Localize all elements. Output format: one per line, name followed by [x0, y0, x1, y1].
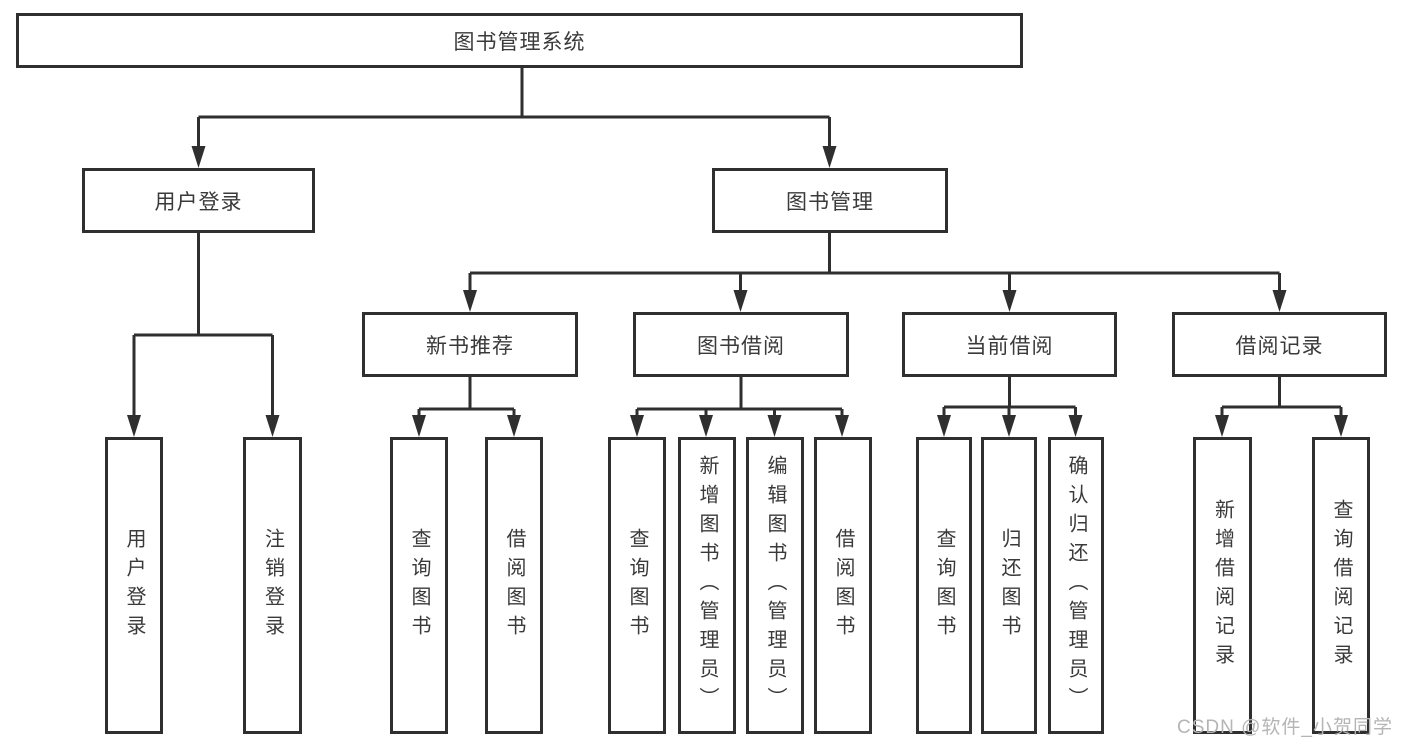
leaf-borrow-query-books-label: 查询图书 [626, 527, 648, 644]
leaf-borrow-query-books: 查询图书 [608, 437, 666, 734]
node-borrow-records: 借阅记录 [1172, 312, 1387, 377]
leaf-borrow-books: 借阅图书 [814, 437, 872, 734]
leaf-logout: 注销登录 [243, 437, 302, 734]
node-user-login: 用户登录 [82, 168, 315, 233]
node-root-system: 图书管理系统 [16, 13, 1023, 68]
leaf-recommend-borrow-books: 借阅图书 [485, 437, 543, 734]
arrowhead-icons [127, 146, 1348, 437]
leaf-recommend-query-books-label: 查询图书 [408, 527, 430, 644]
node-current-borrow-label: 当前借阅 [965, 334, 1054, 358]
node-user-login-label: 用户登录 [154, 190, 243, 214]
leaf-confirm-return-admin: 确认归还（管理员） [1048, 437, 1104, 734]
leaf-return-books: 归还图书 [981, 437, 1037, 734]
leaf-edit-books-admin: 编辑图书（管理员） [746, 437, 804, 734]
leaf-current-query-books: 查询图书 [916, 437, 972, 734]
leaf-logout-label: 注销登录 [261, 527, 284, 644]
leaf-query-borrow-record: 查询借阅记录 [1312, 437, 1370, 734]
leaf-recommend-query-books: 查询图书 [390, 437, 448, 734]
leaf-borrow-books-label: 借阅图书 [832, 527, 854, 644]
node-root-system-label: 图书管理系统 [453, 30, 586, 54]
node-new-book-recommend-label: 新书推荐 [426, 334, 514, 358]
leaf-add-borrow-record-label: 新增借阅记录 [1211, 498, 1234, 673]
leaf-edit-books-admin-label: 编辑图书（管理员） [764, 455, 786, 716]
leaf-user-login: 用户登录 [105, 437, 163, 734]
node-new-book-recommend: 新书推荐 [362, 312, 578, 377]
leaf-user-login-label: 用户登录 [123, 527, 145, 644]
node-book-management-label: 图书管理 [786, 190, 874, 214]
leaf-return-books-label: 归还图书 [998, 527, 1020, 644]
leaf-query-borrow-record-label: 查询借阅记录 [1330, 498, 1352, 673]
node-book-borrow-label: 图书借阅 [697, 334, 785, 358]
leaf-add-borrow-record: 新增借阅记录 [1193, 437, 1252, 734]
csdn-watermark: CSDN @软件_小贺同学 [1177, 717, 1393, 738]
leaf-recommend-borrow-books-label: 借阅图书 [503, 527, 525, 644]
leaf-add-books-admin-label: 新增图书（管理员） [696, 455, 718, 716]
node-book-borrow: 图书借阅 [633, 312, 849, 377]
leaf-add-books-admin: 新增图书（管理员） [678, 437, 736, 734]
leaf-confirm-return-admin-label: 确认归还（管理员） [1065, 455, 1087, 716]
leaf-current-query-books-label: 查询图书 [933, 527, 955, 644]
node-current-borrow: 当前借阅 [902, 312, 1117, 377]
node-book-management: 图书管理 [712, 168, 948, 233]
node-borrow-records-label: 借阅记录 [1235, 334, 1324, 358]
